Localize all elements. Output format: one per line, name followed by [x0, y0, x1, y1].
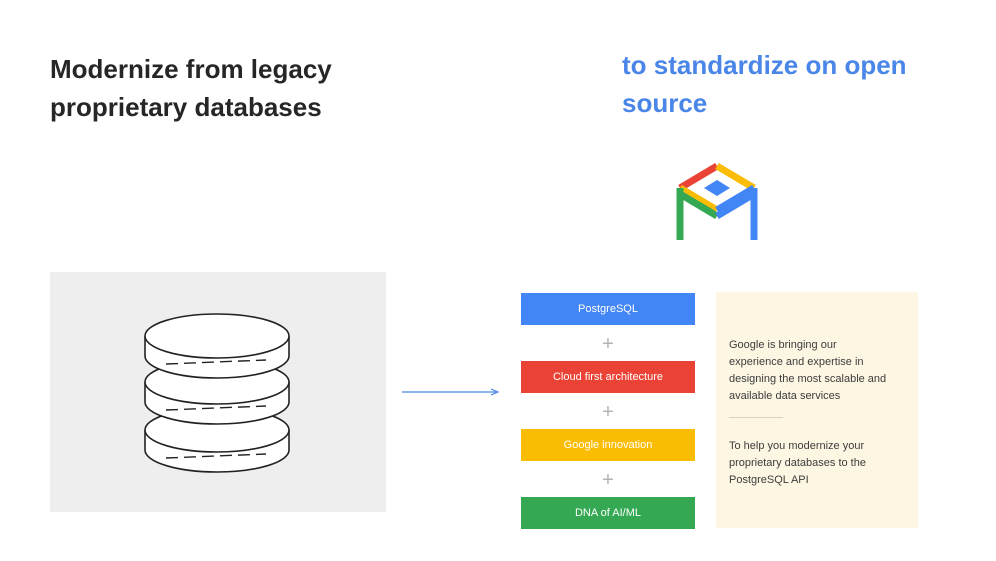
legacy-database-panel: [50, 272, 386, 512]
alloydb-logo-icon: [676, 162, 758, 240]
stack-item-google-innovation: Google innovation: [521, 429, 695, 461]
arrow-right-icon: [402, 388, 500, 396]
info-divider: [729, 417, 783, 418]
info-paragraph-experience: Google is bringing our experience and ex…: [729, 339, 887, 402]
plus-separator: +: [602, 333, 614, 355]
info-paragraph-modernize: To help you modernize your proprietary d…: [729, 440, 866, 486]
headline-open-source: to standardize on open source: [622, 50, 907, 118]
database-icon: [144, 313, 290, 473]
stack-item-cloud-first: Cloud first architecture: [521, 361, 695, 393]
plus-separator: +: [602, 469, 614, 491]
stack-item-ai-ml: DNA of AI/ML: [521, 497, 695, 529]
stack-item-postgresql: PostgreSQL: [521, 293, 695, 325]
headline-legacy: Modernize from legacy proprietary databa…: [50, 54, 332, 122]
plus-separator: +: [602, 401, 614, 423]
info-panel: Google is bringing our experience and ex…: [716, 292, 918, 528]
